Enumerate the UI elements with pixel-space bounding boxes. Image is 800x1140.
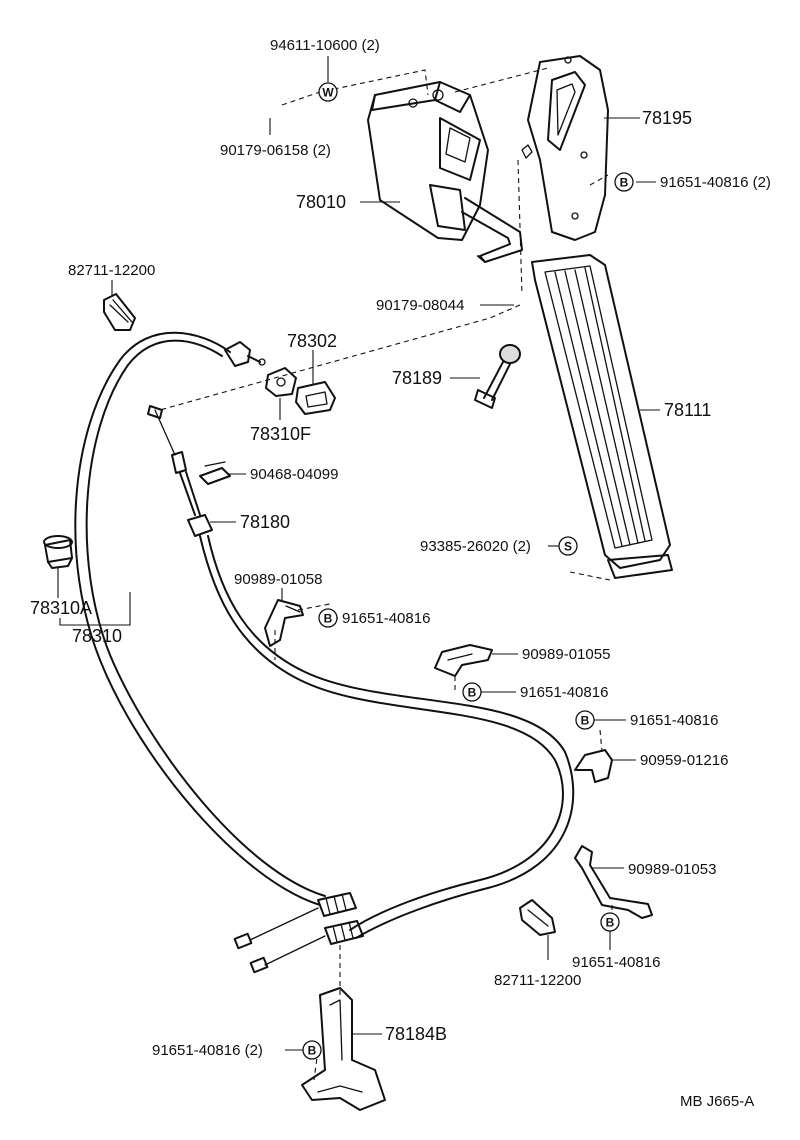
assembly-lines	[159, 67, 613, 1081]
label-91651-40816-e: 91651-40816	[572, 954, 660, 971]
label-78310: 78310	[72, 626, 122, 646]
ref-circle-W: W	[318, 82, 338, 102]
ref-circle-B-3: B	[462, 682, 482, 702]
clip-90468	[199, 461, 231, 485]
label-93385-26020: 93385-26020 (2)	[420, 538, 531, 555]
ref-circle-S: S	[558, 536, 578, 556]
svg-text:S: S	[564, 540, 572, 554]
label-94611-10600: 94611-10600 (2)	[270, 37, 380, 54]
grommet-78310A	[43, 535, 73, 569]
label-90989-01053: 90989-01053	[628, 861, 716, 878]
clamp-82711-lower	[519, 899, 556, 936]
label-91651-40816-b: 91651-40816	[342, 610, 430, 627]
bracket-plate-78195	[521, 55, 609, 241]
stopper-bolt-78189	[474, 344, 521, 409]
label-78180: 78180	[240, 512, 290, 532]
svg-text:B: B	[308, 1044, 317, 1058]
footer-code: MB J665-A	[680, 1093, 754, 1110]
cable-end-fitting	[224, 341, 266, 367]
svg-text:W: W	[322, 86, 334, 100]
label-78184B: 78184B	[385, 1024, 447, 1044]
ref-circle-B-6: B	[302, 1040, 322, 1060]
leader-lines	[57, 56, 660, 1051]
bracket-78184B	[301, 987, 386, 1111]
accelerator-pedal-78111	[531, 254, 673, 579]
label-90959-01216: 90959-01216	[640, 752, 728, 769]
clamp-90989-01058	[264, 599, 304, 647]
ref-circle-B-2: B	[318, 608, 338, 628]
pedal-bracket-78010	[367, 81, 523, 263]
label-90179-06158: 90179-06158 (2)	[220, 142, 331, 159]
accelerator-cable-78180	[74, 331, 575, 974]
clamp-90989-01055	[434, 644, 493, 677]
svg-text:B: B	[468, 686, 477, 700]
svg-text:B: B	[324, 612, 333, 626]
part-labels: 94611-10600 (2) 90179-06158 (2) 78195 91…	[30, 37, 771, 1110]
label-78111: 78111	[664, 400, 711, 420]
retainer-78310F	[265, 367, 297, 397]
label-78189: 78189	[392, 368, 442, 388]
svg-text:B: B	[581, 714, 590, 728]
clamp-82711-upper	[103, 293, 136, 331]
label-90989-01055: 90989-01055	[522, 646, 610, 663]
label-90989-01058: 90989-01058	[234, 571, 322, 588]
label-91651-40816-c: 91651-40816	[520, 684, 608, 701]
cushion-78302	[295, 381, 336, 415]
ref-circle-B-5: B	[600, 912, 620, 932]
label-91651-40816-d: 91651-40816	[630, 712, 718, 729]
label-78010: 78010	[296, 192, 346, 212]
label-91651-40816-2-top: 91651-40816 (2)	[660, 174, 771, 191]
label-78302: 78302	[287, 331, 337, 351]
clamp-90959-01216	[574, 749, 613, 783]
label-78310F: 78310F	[250, 424, 311, 444]
label-91651-40816-2-bottom: 91651-40816 (2)	[152, 1042, 263, 1059]
svg-text:B: B	[620, 176, 629, 190]
label-82711-12200-bottom: 82711-12200	[494, 972, 581, 989]
label-78195: 78195	[642, 108, 692, 128]
label-90468-04099: 90468-04099	[250, 466, 338, 483]
ref-circle-B-1: B	[614, 172, 634, 192]
label-82711-12200-top: 82711-12200	[68, 262, 155, 279]
ref-circle-B-4: B	[575, 710, 595, 730]
label-90179-08044: 90179-08044	[376, 297, 464, 314]
label-78310A: 78310A	[30, 598, 92, 618]
svg-text:B: B	[606, 916, 615, 930]
bracket-90989-01053	[574, 845, 653, 919]
